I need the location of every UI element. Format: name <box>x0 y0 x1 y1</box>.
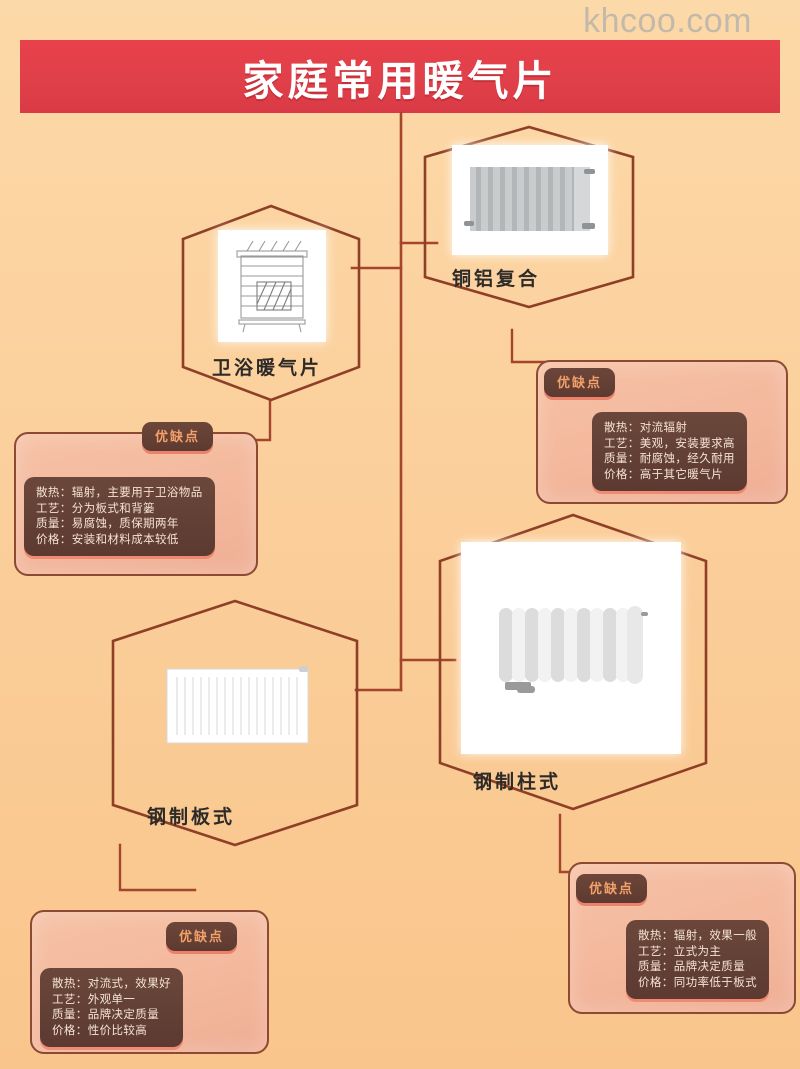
copper-aluminum-radiator-photo <box>464 167 595 231</box>
detail-line-craft: 工艺：分为板式和背篓 <box>36 500 155 515</box>
detail-line-heat: 散热：对流辐射 <box>604 420 688 434</box>
steel-panel-radiator-image <box>165 663 310 748</box>
node-label-bathroom: 卫浴暖气片 <box>212 357 323 379</box>
pros-cons-card-steel-column[interactable]: 优缺点 散热：辐射，效果一般 工艺：立式为主 质量：品牌决定质量 价格：同功率低… <box>568 862 796 1014</box>
node-steel-panel[interactable]: 钢制板式 <box>110 598 360 848</box>
detail-line-quality: 质量：易腐蚀，质保期两年 <box>36 516 179 530</box>
detail-line-heat: 散热：辐射，主要用于卫浴物品 <box>36 485 203 499</box>
copper-aluminum-radiator-image <box>452 145 608 255</box>
pros-cons-card-bathroom[interactable]: 优缺点 散热：辐射，主要用于卫浴物品 工艺：分为板式和背篓 质量：易腐蚀，质保期… <box>14 422 258 576</box>
pros-cons-tag-bathroom: 优缺点 <box>142 422 214 451</box>
node-label-steel-panel: 钢制板式 <box>147 806 236 828</box>
pros-cons-panel-copper-aluminum: 散热：对流辐射 工艺：美观，安装要求高 质量：耐腐蚀，经久耐用 价格：高于其它暖… <box>592 412 747 491</box>
hexagon-frame-steel-panel <box>111 599 359 847</box>
node-copper-aluminum[interactable]: 铜铝复合 <box>422 124 636 310</box>
detail-line-quality: 质量：品牌决定质量 <box>638 959 746 973</box>
node-steel-column[interactable]: 钢制柱式 <box>437 512 709 812</box>
hexagon-frame-bathroom <box>181 204 361 402</box>
bathroom-radiator-illustration <box>236 240 308 333</box>
pros-cons-tag-label-steel-column: 优缺点 <box>589 882 635 897</box>
pros-cons-tag-label-steel-panel: 优缺点 <box>179 930 225 945</box>
pros-cons-tag-steel-column: 优缺点 <box>576 874 648 903</box>
bathroom-radiator-image <box>218 230 326 342</box>
hexagon-frame-copper-aluminum <box>423 125 635 309</box>
pros-cons-tag-label-copper-aluminum: 优缺点 <box>557 376 603 391</box>
hexagon-frame-steel-column <box>438 513 708 811</box>
steel-column-radiator-photo <box>499 606 648 693</box>
detail-line-heat: 散热：辐射，效果一般 <box>638 928 757 942</box>
pros-cons-tag-steel-panel: 优缺点 <box>166 922 238 951</box>
detail-line-craft: 工艺：立式为主 <box>638 943 722 958</box>
pros-cons-panel-steel-panel: 散热：对流式，效果好 工艺：外观单一 质量：品牌决定质量 价格：性价比较高 <box>40 968 183 1047</box>
node-label-steel-column: 钢制柱式 <box>473 771 562 793</box>
page-title: 家庭常用暖气片 <box>242 56 558 105</box>
detail-line-price: 价格：高于其它暖气片 <box>604 466 723 481</box>
steel-panel-radiator-photo <box>166 665 309 743</box>
detail-line-quality: 质量：耐腐蚀，经久耐用 <box>604 451 735 465</box>
steel-column-radiator-image <box>461 542 681 754</box>
detail-line-craft: 工艺：美观，安装要求高 <box>604 435 735 450</box>
detail-line-heat: 散热：对流式，效果好 <box>52 976 171 990</box>
pros-cons-tag-copper-aluminum: 优缺点 <box>544 368 616 397</box>
detail-line-price: 价格：同功率低于板式 <box>638 974 757 989</box>
pros-cons-panel-bathroom: 散热：辐射，主要用于卫浴物品 工艺：分为板式和背篓 质量：易腐蚀，质保期两年 价… <box>24 477 215 556</box>
pros-cons-card-copper-aluminum[interactable]: 优缺点 散热：对流辐射 工艺：美观，安装要求高 质量：耐腐蚀，经久耐用 价格：高… <box>536 360 788 504</box>
detail-line-price: 价格：性价比较高 <box>52 1022 148 1037</box>
detail-line-craft: 工艺：外观单一 <box>52 991 136 1006</box>
pros-cons-card-steel-panel[interactable]: 优缺点 散热：对流式，效果好 工艺：外观单一 质量：品牌决定质量 价格：性价比较… <box>30 910 269 1054</box>
pros-cons-panel-steel-column: 散热：辐射，效果一般 工艺：立式为主 质量：品牌决定质量 价格：同功率低于板式 <box>626 920 769 999</box>
title-banner: 家庭常用暖气片 <box>20 40 780 113</box>
detail-line-quality: 质量：品牌决定质量 <box>52 1007 160 1021</box>
node-label-copper-aluminum: 铜铝复合 <box>452 268 541 290</box>
detail-line-price: 价格：安装和材料成本较低 <box>36 531 179 546</box>
pros-cons-tag-label-bathroom: 优缺点 <box>155 430 201 445</box>
node-bathroom[interactable]: 卫浴暖气片 <box>180 203 362 403</box>
watermark-text: khcoo.com <box>583 2 752 40</box>
